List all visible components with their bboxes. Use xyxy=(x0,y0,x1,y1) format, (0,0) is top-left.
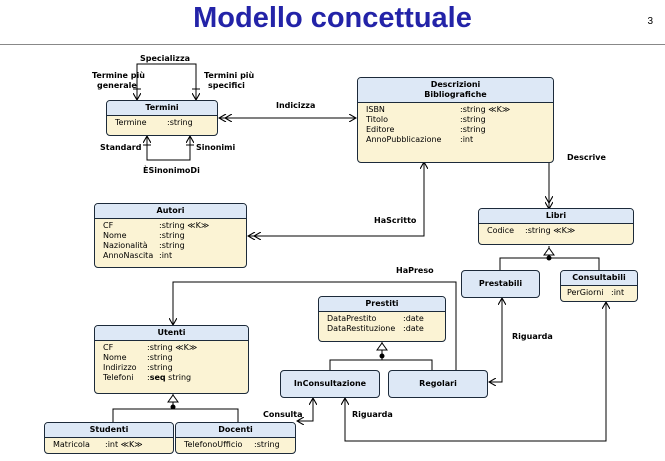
label-termine-piu-generale-1: Termine più xyxy=(92,71,145,80)
label-e-sinonimo-di: ÈSinonimoDi xyxy=(143,166,200,175)
attribute-row: DataRestituzione:date xyxy=(327,324,424,333)
label-sinonimi: Sinonimi xyxy=(196,143,236,152)
class-prestiti: Prestiti DataPrestito:date DataRestituzi… xyxy=(318,296,446,342)
attribute-row: Termine:string xyxy=(115,118,193,127)
attribute-row: Nome:string xyxy=(103,353,173,362)
label-indicizza: Indicizza xyxy=(276,101,316,110)
attribute-row: Nome:string xyxy=(103,231,185,240)
attribute-row: DataPrestito:date xyxy=(327,314,424,323)
attribute-row: AnnoNascita:int xyxy=(103,251,173,260)
label-descrive: Descrive xyxy=(567,153,606,162)
label-termine-piu-generale-2: generale xyxy=(97,81,137,90)
specializza-loop xyxy=(136,63,197,100)
label-standard: Standard xyxy=(100,143,142,152)
label-consulta: Consulta xyxy=(263,410,303,419)
class-termini: Termini Termine:string xyxy=(106,100,218,136)
class-name: Utenti xyxy=(95,326,248,341)
class-regolari: Regolari xyxy=(388,370,488,398)
class-libri: Libri Codice:string ≪K≫ xyxy=(478,208,634,245)
class-name: Descrizioni Bibliografiche xyxy=(358,78,553,103)
slide-title: Modello concettuale xyxy=(193,2,472,34)
hascritto-line xyxy=(248,162,425,236)
attribute-row: Editore:string xyxy=(366,125,486,134)
class-name: Studenti xyxy=(45,423,173,438)
attribute-row: ISBN:string ≪K≫ xyxy=(366,105,511,114)
label-riguarda-1: Riguarda xyxy=(512,332,553,341)
attribute-row: Nazionalità:string xyxy=(103,241,185,250)
class-prestabili: Prestabili xyxy=(461,270,540,298)
attribute-row: Matricola:int ≪K≫ xyxy=(53,440,143,449)
label-hapreso: HaPreso xyxy=(396,266,434,275)
class-name: InConsultazione xyxy=(293,379,367,388)
class-name: Regolari xyxy=(419,379,457,388)
class-descrizioni-bibliografiche: Descrizioni Bibliografiche ISBN:string ≪… xyxy=(357,77,554,163)
attribute-row: TelefonoUfficio:string xyxy=(184,440,280,449)
class-name: Prestabili xyxy=(478,279,523,288)
class-name: Consultabili xyxy=(561,271,637,286)
attribute-row: Titolo:string xyxy=(366,115,486,124)
sinonimi-loop xyxy=(146,136,191,161)
label-hascritto: HaScritto xyxy=(374,216,417,225)
class-utenti: Utenti CF:string ≪K≫ Nome:string Indiriz… xyxy=(94,325,249,394)
label-termini-piu-specifici-1: Termini più xyxy=(204,71,255,80)
label-riguarda-2: Riguarda xyxy=(352,410,393,419)
class-name: Termini xyxy=(107,101,217,116)
attribute-row: PerGiorni:int xyxy=(567,288,625,297)
class-in-consultazione: InConsultazione xyxy=(280,370,380,398)
attribute-row: AnnoPubblicazione:int xyxy=(366,135,474,144)
slide-number: 3 xyxy=(647,16,653,27)
class-docenti: Docenti TelefonoUfficio:string xyxy=(175,422,296,454)
class-name: Autori xyxy=(95,204,246,219)
riguarda-line-2 xyxy=(345,302,607,442)
attribute-row: CF:string ≪K≫ xyxy=(103,343,198,352)
class-name: Prestiti xyxy=(319,297,445,312)
title-divider xyxy=(0,44,665,45)
riguarda-line-1 xyxy=(489,298,502,383)
attribute-row: CF:string ≪K≫ xyxy=(103,221,210,230)
attribute-row: Telefoni:seq string xyxy=(103,373,192,382)
class-consultabili: Consultabili PerGiorni:int xyxy=(560,270,638,302)
class-studenti: Studenti Matricola:int ≪K≫ xyxy=(44,422,174,454)
attribute-row: Codice:string ≪K≫ xyxy=(487,226,576,235)
class-name: Docenti xyxy=(176,423,295,438)
class-autori: Autori CF:string ≪K≫ Nome:string Naziona… xyxy=(94,203,247,268)
attribute-row: Indirizzo:string xyxy=(103,363,173,372)
label-specializza: Specializza xyxy=(140,54,190,63)
label-termini-piu-specifici-2: specifici xyxy=(208,81,245,90)
class-name: Libri xyxy=(479,209,633,224)
hapreso-line xyxy=(173,281,457,370)
